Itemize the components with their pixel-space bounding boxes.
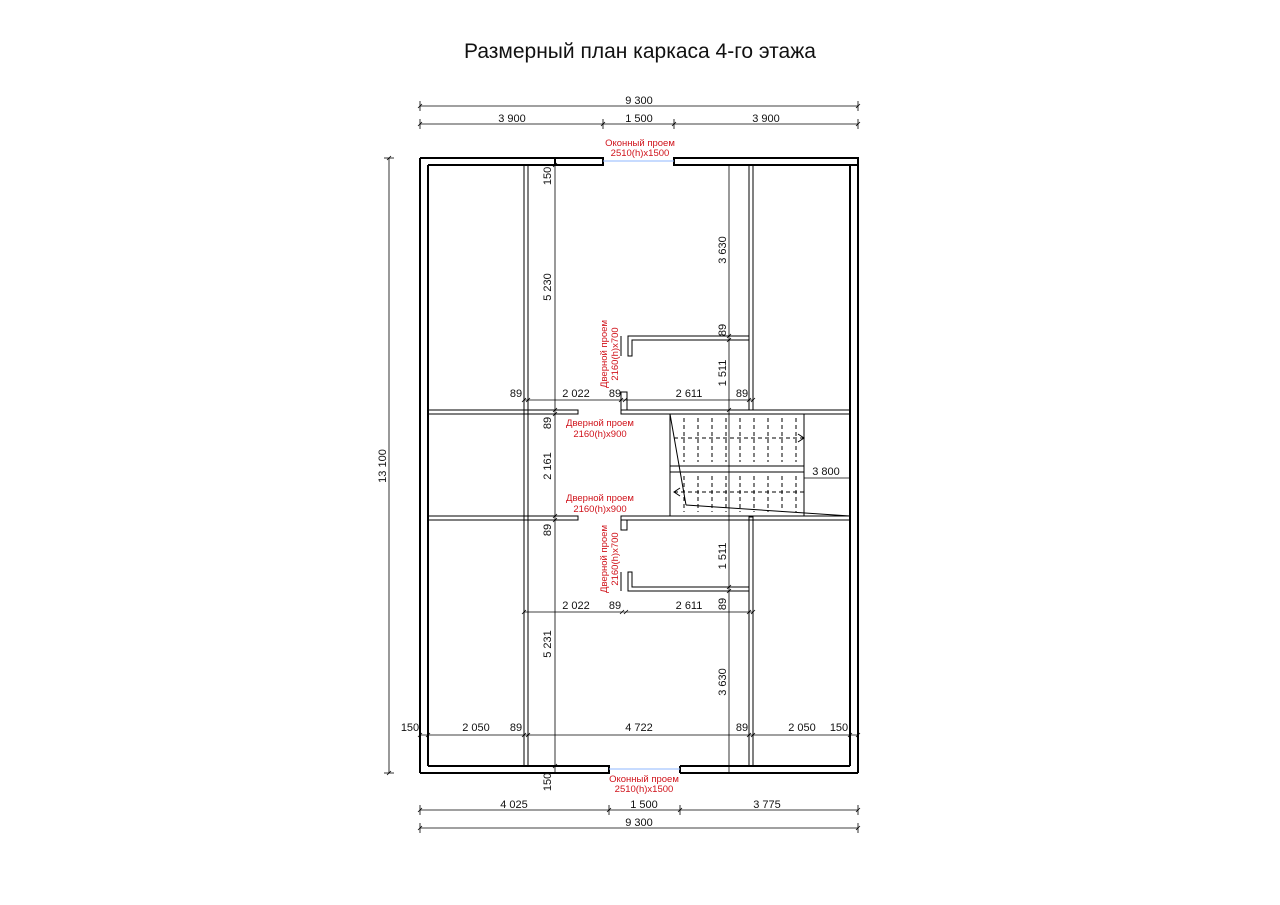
dim-h-2050-left: 2 050 (462, 722, 490, 734)
dim-h-4722: 4 722 (625, 722, 653, 734)
window-bottom-label-1: Оконный проем (609, 774, 679, 785)
dim-v-89-a: 89 (542, 417, 554, 429)
dim-h-3800: 3 800 (812, 466, 840, 478)
door-top-vertical-label-1: Дверной проем (599, 320, 610, 388)
dim-v-5230: 5 230 (542, 273, 554, 301)
dim-v-5231: 5 231 (542, 630, 554, 658)
door-top-vertical-label-2: 2160(h)x700 (610, 327, 621, 380)
dim-h-89-mid-bot: 89 (609, 600, 621, 612)
top-dimension-chain (417, 101, 861, 129)
door-bottom-vertical-label-2: 2160(h)x700 (610, 532, 621, 585)
dim-bottom-total: 9 300 (625, 817, 653, 829)
window-top-label-2: 2510(h)x1500 (611, 148, 670, 159)
dim-h-150-left: 150 (401, 722, 419, 734)
door-bottom-horizontal-label-2: 2160(h)x900 (573, 504, 626, 515)
dim-top-total: 9 300 (625, 95, 653, 107)
dim-h-89-mid-top: 89 (609, 388, 621, 400)
dim-bottom-left: 4 025 (500, 799, 528, 811)
dim-h-150-right: 150 (830, 722, 848, 734)
dim-v-1511-bot: 1 511 (717, 543, 729, 570)
dim-top-mid: 1 500 (625, 113, 653, 125)
window-bottom-label-2: 2510(h)x1500 (615, 784, 674, 795)
dim-v-89-b: 89 (542, 524, 554, 536)
dim-h-89-right-top: 89 (736, 388, 748, 400)
dim-v-2161: 2 161 (542, 452, 554, 480)
door-bottom-vertical-label-1: Дверной проем (599, 525, 610, 593)
left-dimension (384, 155, 394, 776)
plan-title: Размерный план каркаса 4-го этажа (464, 40, 816, 63)
door-top-horizontal-label-1: Дверной проем (566, 418, 634, 429)
bottom-dimension-chain (417, 805, 861, 833)
dim-h-2611-bot: 2 611 (676, 600, 703, 612)
staircase (669, 413, 851, 517)
dim-bottom-mid: 1 500 (630, 799, 658, 811)
dim-v-89-d: 89 (717, 598, 729, 610)
dim-h-89-r: 89 (736, 722, 748, 734)
dim-h-89-left: 89 (510, 388, 522, 400)
dim-top-right: 3 900 (752, 113, 780, 125)
dim-h-2022-top: 2 022 (562, 388, 590, 400)
dim-h-2611-top: 2 611 (676, 388, 703, 400)
dim-v-89-c: 89 (717, 324, 729, 336)
dim-bottom-right: 3 775 (753, 799, 781, 811)
dim-h-2022-bot: 2 022 (562, 600, 590, 612)
dim-v-150-top: 150 (542, 167, 554, 185)
dim-h-89-l: 89 (510, 722, 522, 734)
window-top-label-1: Оконный проем (605, 138, 675, 149)
dim-v-150-bottom: 150 (542, 773, 554, 791)
interior-dimension-lines (417, 158, 861, 773)
door-top-horizontal-label-2: 2160(h)x900 (573, 429, 626, 440)
dim-top-left: 3 900 (498, 113, 526, 125)
door-bottom-horizontal-label-1: Дверной проем (566, 493, 634, 504)
dim-left-total: 13 100 (377, 449, 389, 483)
dim-h-2050-right: 2 050 (788, 722, 816, 734)
dim-v-3630-top: 3 630 (717, 236, 729, 264)
dim-v-1511-top: 1 511 (717, 360, 729, 387)
dim-v-3630-bot: 3 630 (717, 668, 729, 696)
